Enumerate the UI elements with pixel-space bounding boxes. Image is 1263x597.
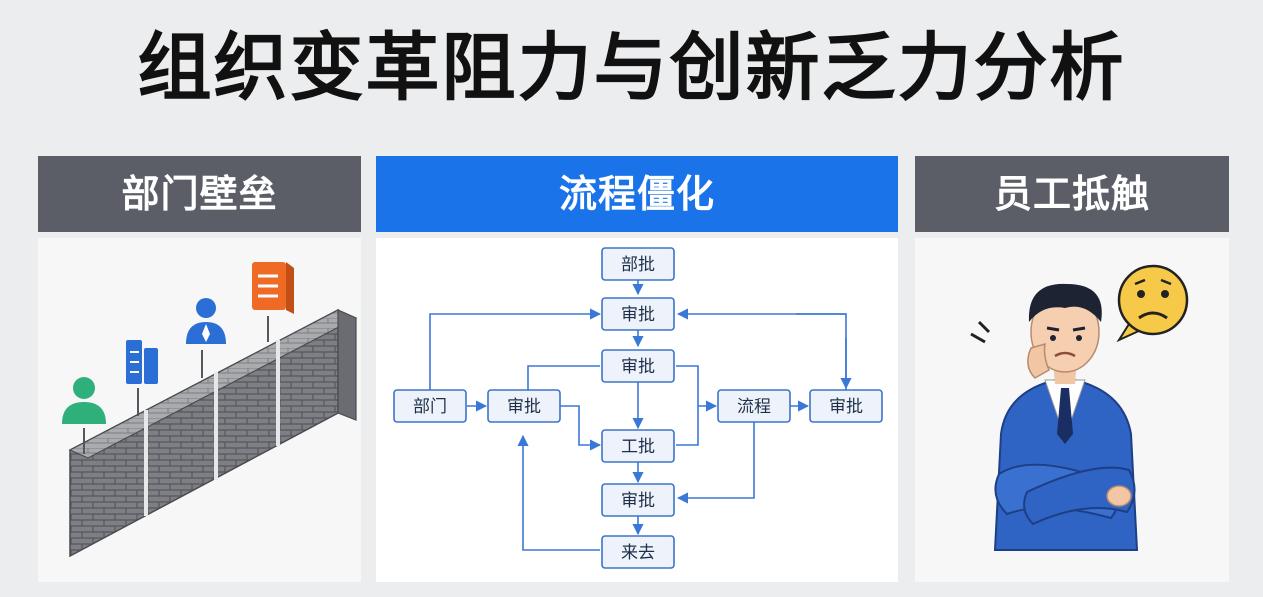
panel-department-barriers: 部门壁垒	[38, 156, 361, 582]
panel-employee-resistance: 员工抵触	[915, 156, 1229, 582]
flow-connectors	[429, 280, 852, 551]
panel-heading: 部门壁垒	[38, 156, 361, 232]
flow-node-approval-5: 审批	[601, 483, 675, 517]
worried-emoji-icon	[1116, 264, 1189, 343]
frustrated-employee-crossed-arms-icon	[970, 264, 1189, 551]
panel-illustration	[915, 238, 1229, 582]
flow-node-process: 流程	[717, 389, 791, 423]
svg-text:工批: 工批	[621, 437, 655, 457]
page-title: 组织变革阻力与创新乏力分析	[137, 25, 1126, 111]
svg-text:审批: 审批	[829, 397, 863, 417]
panel-heading: 流程僵化	[376, 156, 898, 232]
flow-node-back-and-forth: 来去	[601, 535, 675, 569]
flow-node-approval-3: 审批	[487, 389, 561, 423]
svg-text:来去: 来去	[621, 543, 655, 563]
panel-heading: 员工抵触	[915, 156, 1229, 232]
flow-node-department: 部门	[393, 389, 467, 423]
svg-text:审批: 审批	[621, 357, 655, 377]
flow-node-work-approval: 工批	[601, 429, 675, 463]
svg-text:审批: 审批	[621, 305, 655, 325]
svg-text:审批: 审批	[507, 397, 541, 417]
panel-rigid-process: 流程僵化	[376, 156, 898, 582]
flow-node-approval-2: 审批	[601, 349, 675, 383]
approval-flowchart: 部批 审批 审批 部门 审批 工批	[376, 238, 898, 582]
flow-node-dept-approval: 部批	[601, 247, 675, 281]
svg-text:审批: 审批	[621, 491, 655, 511]
flow-node-approval-1: 审批	[601, 297, 675, 331]
svg-text:部门: 部门	[413, 397, 447, 417]
flowchart-canvas: 部批 审批 审批 部门 审批 工批	[393, 247, 883, 569]
panel-illustration	[38, 238, 361, 582]
brick-wall-with-people-icon	[62, 262, 358, 558]
flow-node-approval-4: 审批	[809, 389, 883, 423]
svg-text:部批: 部批	[621, 255, 655, 275]
svg-text:流程: 流程	[737, 397, 771, 417]
